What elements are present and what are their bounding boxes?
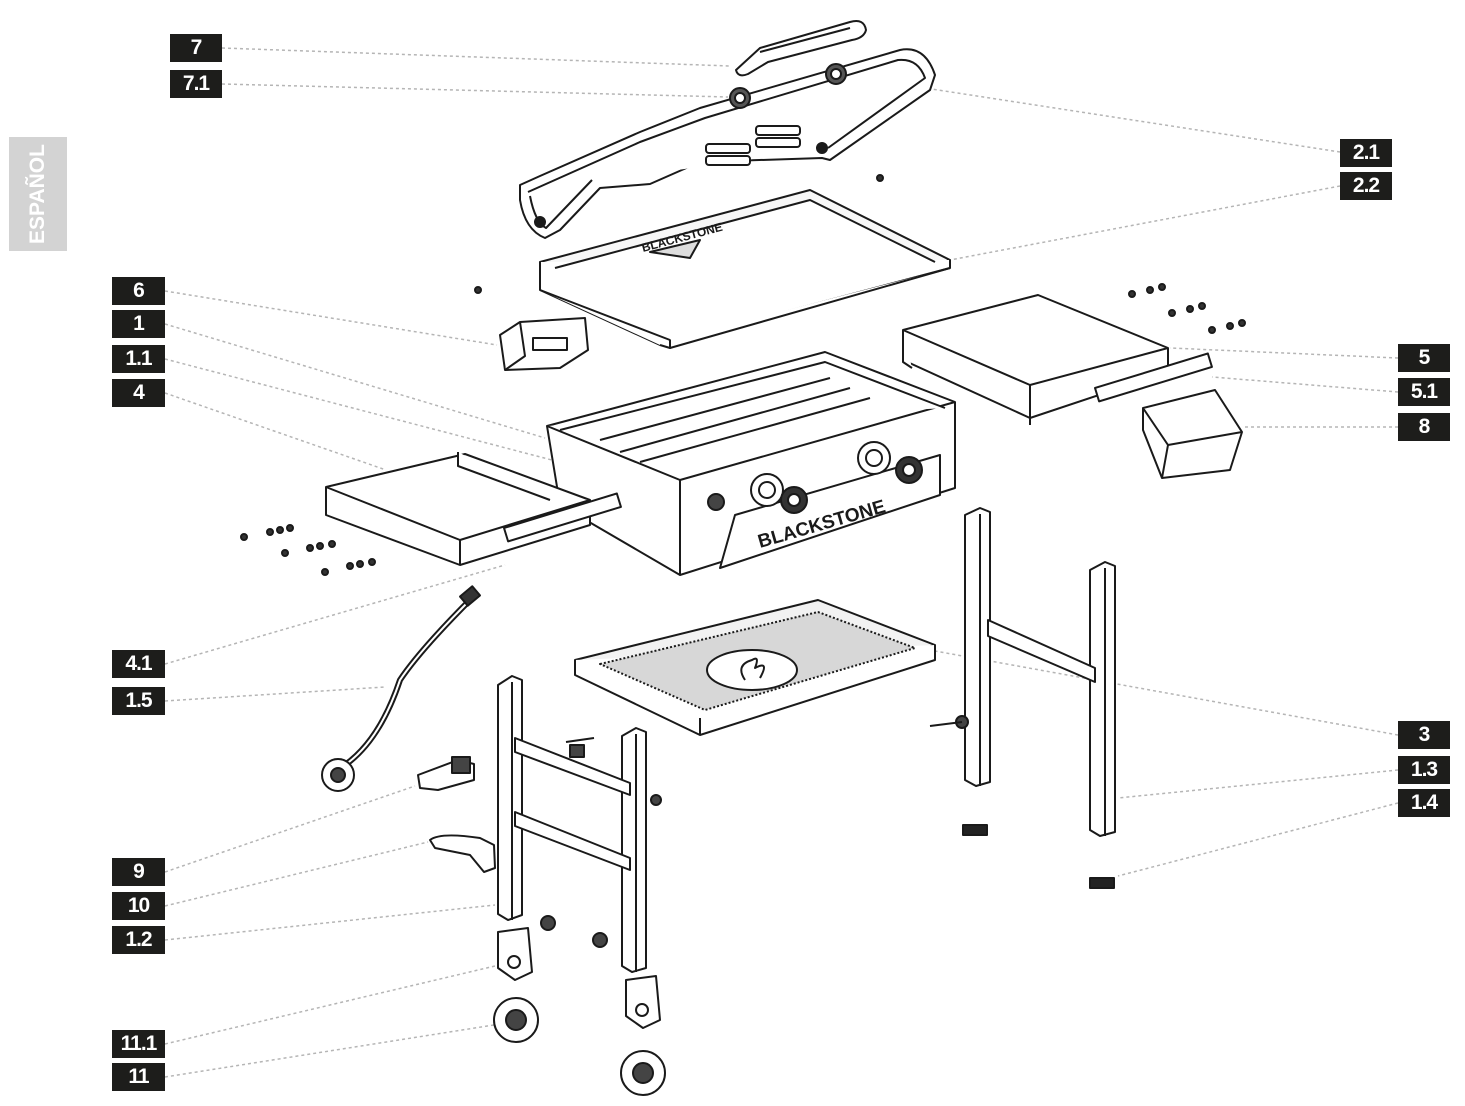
leader-1-2 xyxy=(164,904,496,941)
leader-1-4 xyxy=(1117,802,1399,877)
label-1-1: 1.1 xyxy=(112,345,165,373)
leader-10 xyxy=(164,841,429,907)
label-11-1: 11.1 xyxy=(112,1030,165,1058)
bottom-shelf xyxy=(574,599,936,736)
leader-4 xyxy=(164,392,387,471)
label-6: 6 xyxy=(112,277,165,305)
label-1-2: 1.2 xyxy=(112,926,165,954)
left-shelf-hardware xyxy=(240,524,376,576)
handle-mount-knobs xyxy=(729,63,847,109)
leader-lines xyxy=(164,47,1399,1078)
label-1-4: 1.4 xyxy=(1398,789,1450,817)
leader-1-3 xyxy=(1117,769,1399,799)
leader-2-2 xyxy=(949,185,1341,261)
griddle-lid xyxy=(519,48,936,239)
leader-7-1 xyxy=(221,83,729,98)
left-side-shelf xyxy=(325,452,622,566)
label-4: 4 xyxy=(112,379,165,407)
loose-screws xyxy=(474,174,884,294)
leader-1 xyxy=(164,323,546,439)
label-3: 3 xyxy=(1398,721,1450,749)
side-handle xyxy=(429,834,496,873)
leader-7 xyxy=(221,47,731,67)
leader-4-1 xyxy=(164,564,506,665)
label-8: 8 xyxy=(1398,413,1450,441)
caster-brackets xyxy=(497,915,661,1029)
label-5-1: 5.1 xyxy=(1398,378,1450,406)
label-2-1: 2.1 xyxy=(1340,139,1392,167)
grease-cup xyxy=(499,317,589,371)
leader-2-1 xyxy=(924,87,1341,153)
leader-11 xyxy=(164,1023,501,1078)
accessory-bin xyxy=(1142,389,1243,479)
leader-3 xyxy=(934,650,1399,736)
language-tab: ESPAÑOL xyxy=(9,137,67,251)
griddle-top: BLACKSTONE xyxy=(539,189,951,349)
right-side-shelf xyxy=(902,294,1213,425)
left-leg-frame xyxy=(497,675,662,973)
label-1-3: 1.3 xyxy=(1398,756,1450,784)
label-11: 11 xyxy=(112,1063,165,1091)
label-4-1: 4.1 xyxy=(112,650,165,678)
lid-handle xyxy=(735,20,867,77)
label-1: 1 xyxy=(112,310,165,338)
label-7: 7 xyxy=(170,34,222,62)
leader-9 xyxy=(164,785,416,873)
leader-1-5 xyxy=(164,686,386,702)
gas-hose xyxy=(321,585,481,792)
caster-wheels xyxy=(493,997,666,1096)
leader-11-1 xyxy=(164,965,496,1045)
label-7-1: 7.1 xyxy=(170,70,222,98)
right-shelf-hardware xyxy=(1128,283,1246,334)
label-2-2: 2.2 xyxy=(1340,172,1392,200)
burner-body: BLACKSTONE xyxy=(546,351,956,576)
label-5: 5 xyxy=(1398,344,1450,372)
parts: BLACKSTONE xyxy=(240,20,1246,1096)
leader-5 xyxy=(1169,347,1399,359)
tank-bracket xyxy=(417,756,475,791)
label-9: 9 xyxy=(112,858,165,886)
leg-feet xyxy=(962,824,1115,889)
label-1-5: 1.5 xyxy=(112,687,165,715)
leader-6 xyxy=(164,290,498,346)
leader-5-1 xyxy=(1211,376,1399,393)
right-leg-frame xyxy=(929,507,1116,837)
label-10: 10 xyxy=(112,892,165,920)
